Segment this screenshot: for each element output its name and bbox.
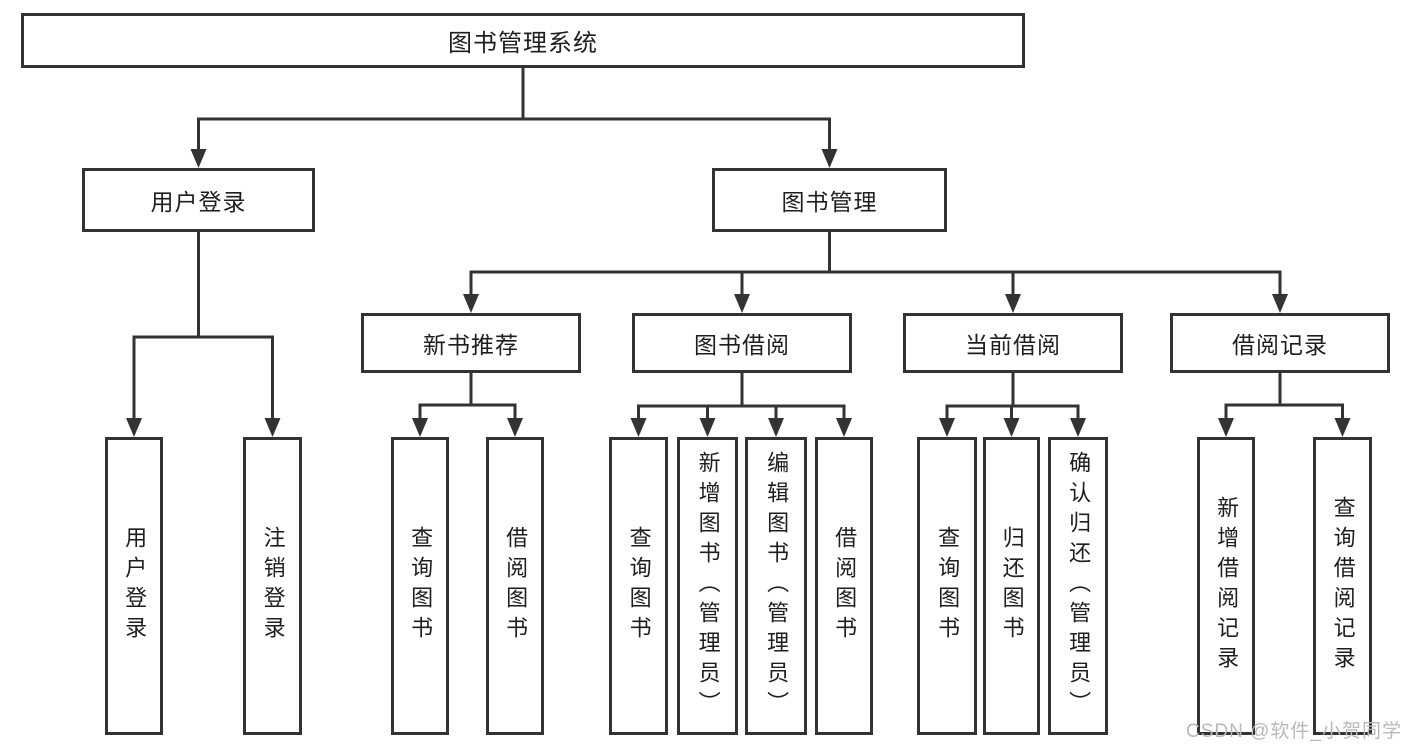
leaf-borrowing-edit-book-admin: 编辑图书（管理员） [745,437,807,735]
arrow-down-icon [507,418,523,437]
arrow-down-icon [699,418,716,437]
connector-current-borrowing-children [939,373,1086,437]
leaf-records-add-borrow-record: 新增借阅记录 [1197,437,1255,735]
node-book-borrowing-label: 图书借阅 [694,332,790,358]
leaf-borrowing-query-books: 查询图书 [609,437,668,735]
arrow-down-icon [1005,294,1021,313]
arrow-down-icon [836,418,852,437]
arrow-down-icon [630,418,647,437]
node-root: 图书管理系统 [21,13,1025,68]
leaf-records-query-borrow-record: 查询借阅记录 [1313,437,1372,735]
connector-book-borrowing-children [630,373,852,437]
node-user-login-label: 用户登录 [150,189,247,215]
node-current-borrowing-label: 当前借阅 [965,332,1061,358]
connector-borrowing-records-children [1218,373,1351,437]
node-borrowing-records-label: 借阅记录 [1232,332,1328,358]
leaf-borrowing-borrow-books: 借阅图书 [815,437,873,735]
arrow-down-icon [1070,418,1086,437]
node-root-label: 图书管理系统 [448,30,598,57]
node-new-book-recommendation-label: 新书推荐 [423,332,519,358]
node-new-book-recommendation: 新书推荐 [361,313,581,373]
arrow-down-icon [1272,294,1288,313]
leaf-current-confirm-return-admin: 确认归还（管理员） [1048,437,1108,735]
node-book-management: 图书管理 [712,168,947,232]
arrow-down-icon [264,418,281,437]
arrow-down-icon [939,418,955,437]
connector-root-to-level2 [190,66,838,168]
arrow-down-icon [463,294,479,313]
leaf-user-login: 用户登录 [105,437,163,735]
arrow-down-icon [1003,418,1020,437]
node-current-borrowing: 当前借阅 [903,313,1123,373]
leaf-current-query-books: 查询图书 [917,437,977,735]
leaf-borrowing-add-book-admin: 新增图书（管理员） [677,437,738,735]
arrow-down-icon [768,418,784,437]
arrow-down-icon [1218,418,1234,437]
arrow-down-icon [190,149,207,168]
arrow-down-icon [412,418,428,437]
node-user-login: 用户登录 [82,168,315,232]
csdn-watermark: CSDN @软件_小贺同学 [1186,721,1402,742]
arrow-down-icon [1334,418,1351,437]
arrow-down-icon [734,294,750,313]
connector-book-management-children [463,232,1288,313]
node-book-management-label: 图书管理 [781,189,878,215]
arrow-down-icon [821,149,838,168]
connector-user-login-children [126,232,281,437]
leaf-current-return-books: 归还图书 [983,437,1040,735]
arrow-down-icon [126,418,142,437]
node-borrowing-records: 借阅记录 [1170,313,1390,373]
leaf-recommend-query-books: 查询图书 [391,437,449,735]
leaf-logout: 注销登录 [243,437,302,735]
connector-new-book-recommendation-children [412,373,523,437]
node-book-borrowing: 图书借阅 [632,313,852,373]
leaf-recommend-borrow-books: 借阅图书 [486,437,544,735]
